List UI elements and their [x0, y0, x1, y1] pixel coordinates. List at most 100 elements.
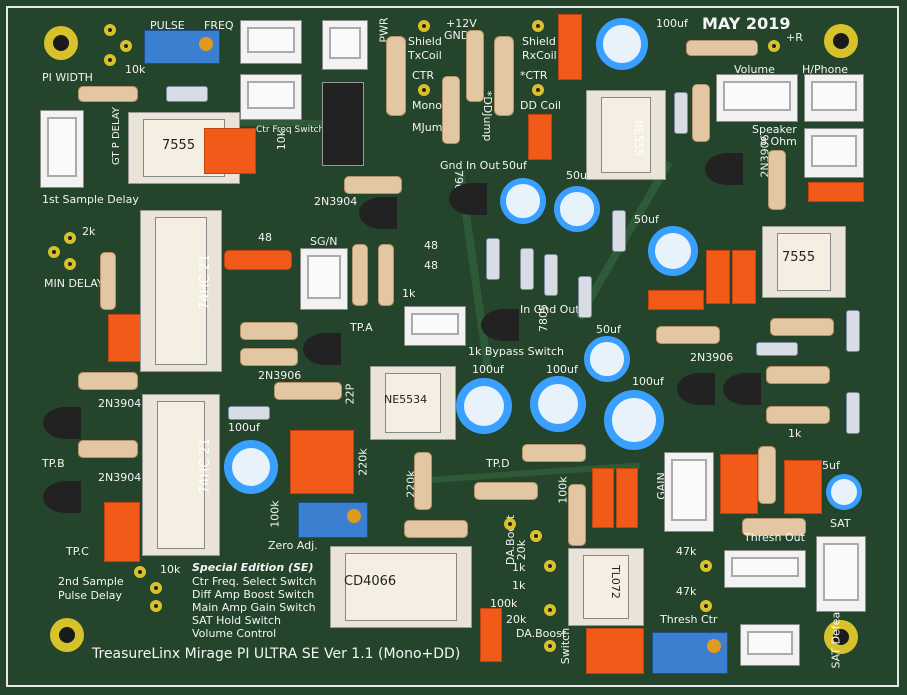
label-100uf-c: 100uf	[632, 375, 664, 388]
headphone-header[interactable]	[804, 74, 864, 122]
label-2n3906-a: 2N3906	[258, 369, 302, 382]
label-txcoil: TxCoil	[408, 49, 442, 62]
sat-defeat-header[interactable]	[740, 624, 800, 666]
pad	[700, 600, 712, 612]
first-sample-header[interactable]	[40, 110, 84, 188]
label-47k-b: 47k	[676, 585, 697, 598]
label-220k-a: 220k	[356, 448, 370, 476]
mounting-hole-bottom-left	[50, 618, 84, 652]
label-48-a: 48	[258, 231, 272, 244]
label-100uf-b: 100uf	[546, 363, 578, 376]
resistor	[78, 372, 138, 390]
thresh-ctr-trimmer[interactable]	[652, 632, 728, 674]
label-1k-c: 1k	[512, 579, 526, 592]
label-pi-width: PI WIDTH	[42, 71, 93, 84]
special-edition-line: Volume Control	[192, 627, 277, 640]
label-20k-a: 20k	[515, 539, 529, 561]
speaker-header[interactable]	[804, 128, 864, 178]
resistor	[78, 440, 138, 458]
label-pulse: PULSE	[150, 19, 185, 32]
footer-title: TreasureLinx Mirage PI ULTRA SE Ver 1.1 …	[92, 646, 461, 662]
transistor	[303, 333, 341, 365]
pad	[150, 600, 162, 612]
electrolytic-capacitor	[554, 186, 600, 232]
label-1k-b: 1k	[512, 561, 526, 574]
electrolytic-capacitor	[604, 390, 664, 450]
ctr-freq-switch-header[interactable]	[240, 74, 302, 120]
pulse-freq-trimmer[interactable]	[144, 30, 220, 64]
volume-header[interactable]	[716, 74, 798, 122]
resistor	[742, 518, 806, 536]
heatsink-regulator	[322, 82, 364, 166]
label-gnd-in-out: Gnd In Out	[440, 159, 500, 172]
label-gnd: GND	[444, 29, 470, 42]
label-speaker: Speaker	[752, 123, 797, 136]
gain-header[interactable]	[664, 452, 714, 532]
label-zero-adj: Zero Adj.	[268, 539, 318, 552]
connector-header[interactable]	[240, 20, 302, 64]
label-50uf-b: 50uf	[566, 169, 591, 182]
ic-tl072	[568, 548, 644, 626]
sat-header[interactable]	[816, 536, 866, 612]
ic-7555-b	[762, 226, 846, 298]
regulator-7905	[449, 183, 487, 215]
pad	[530, 530, 542, 542]
pad	[544, 560, 556, 572]
resistor	[686, 40, 758, 56]
label-dd-coil: DD Coil	[520, 99, 561, 112]
trace	[140, 120, 340, 126]
electrolytic-capacitor	[500, 178, 546, 224]
resistor	[378, 244, 394, 306]
board-edge	[6, 6, 899, 687]
sgn-header[interactable]	[300, 248, 348, 310]
pad	[532, 20, 544, 32]
resistor	[766, 366, 830, 384]
resistor	[466, 30, 484, 102]
film-capacitor	[706, 250, 730, 304]
electrolytic-capacitor	[596, 18, 648, 70]
film-capacitor	[558, 14, 582, 80]
film-capacitor	[586, 628, 644, 674]
label-100k-c: 100k	[490, 597, 518, 610]
pad	[504, 518, 516, 530]
connector-header[interactable]	[322, 20, 368, 70]
label-plus-r: +R	[786, 31, 803, 44]
electrolytic-capacitor	[826, 474, 862, 510]
label-sat: SAT	[830, 517, 851, 530]
zero-adj-trimmer[interactable]	[298, 502, 368, 538]
resistor	[568, 484, 586, 546]
ic-ne555	[586, 90, 666, 180]
label-ddjump: *DDJump	[481, 90, 495, 142]
label-in-gnd-out: In Gnd Out	[520, 303, 580, 316]
resistor	[352, 244, 368, 306]
label-cd4066: CD4066	[344, 574, 397, 589]
transistor	[43, 407, 81, 439]
electrolytic-capacitor	[530, 376, 586, 432]
label-tpd: TP.D	[486, 457, 510, 470]
bypass-switch-header[interactable]	[404, 306, 466, 346]
label-ctr-freq-switch: Ctr Freq Switch	[256, 125, 325, 135]
thresh-out-header[interactable]	[724, 550, 806, 588]
resistor	[442, 76, 460, 144]
pad	[48, 246, 60, 258]
pad	[104, 54, 116, 66]
resistor	[100, 252, 116, 310]
ic-74hc21-b	[142, 394, 220, 556]
resistor	[404, 520, 468, 538]
film-capacitor	[224, 250, 292, 270]
label-50uf-d: 50uf	[596, 323, 621, 336]
resistor	[344, 176, 402, 194]
film-capacitor	[204, 128, 256, 174]
electrolytic-capacitor	[648, 226, 698, 276]
label-47k-a: 47k	[676, 545, 697, 558]
label-100uf-a: 100uf	[472, 363, 504, 376]
pad	[700, 560, 712, 572]
pad	[104, 24, 116, 36]
film-capacitor	[290, 430, 354, 494]
label-5uf: 5uf	[822, 459, 840, 472]
pad	[532, 84, 544, 96]
label-rxcoil: RxCoil	[522, 49, 557, 62]
label-pulse-delay: Pulse Delay	[58, 589, 123, 602]
label-tpb: TP.B	[42, 457, 65, 470]
